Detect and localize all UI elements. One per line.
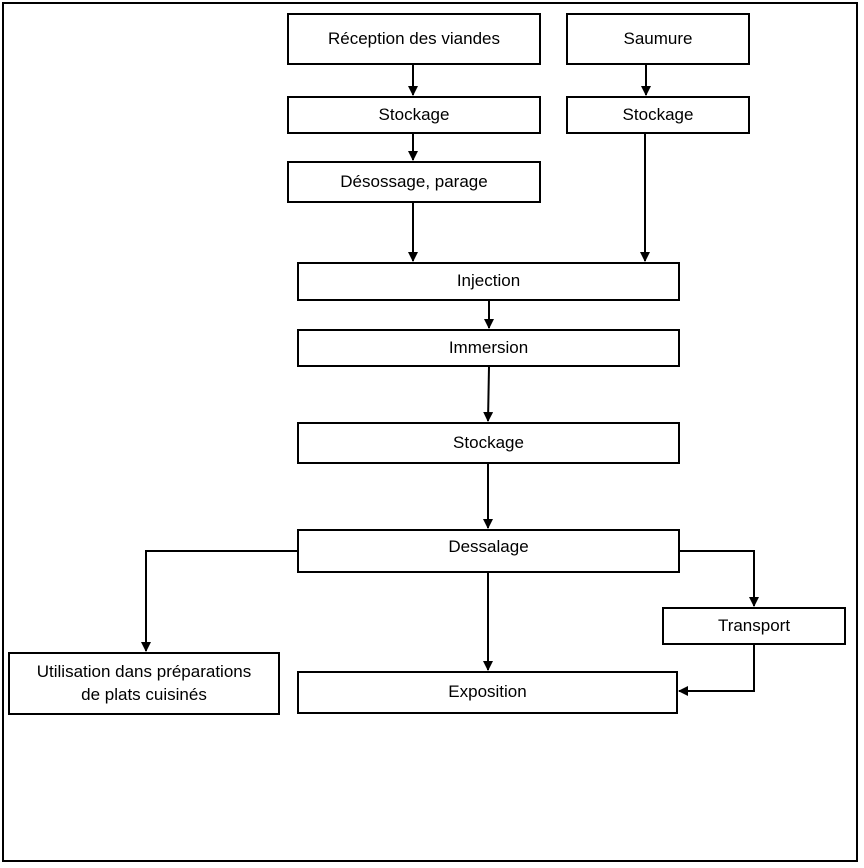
edge-immersion-stockage — [483, 366, 494, 422]
node-utilisation: Utilisation dans préparations de plats c… — [8, 652, 280, 715]
node-stockage-viandes: Stockage — [287, 96, 541, 134]
edge-dessalage-transport — [680, 550, 759, 607]
node-transport: Transport — [662, 607, 846, 645]
node-stockage-saumure: Stockage — [566, 96, 750, 134]
node-injection: Injection — [297, 262, 680, 301]
node-desossage: Désossage, parage — [287, 161, 541, 203]
node-dessalage: Dessalage — [297, 529, 680, 573]
node-stockage-final: Stockage — [297, 422, 680, 464]
edge-dessalage-utilisation — [141, 550, 297, 652]
node-reception: Réception des viandes — [287, 13, 541, 65]
node-saumure: Saumure — [566, 13, 750, 65]
edge-transport-exposition — [678, 645, 755, 696]
node-exposition: Exposition — [297, 671, 678, 714]
node-immersion: Immersion — [297, 329, 680, 367]
